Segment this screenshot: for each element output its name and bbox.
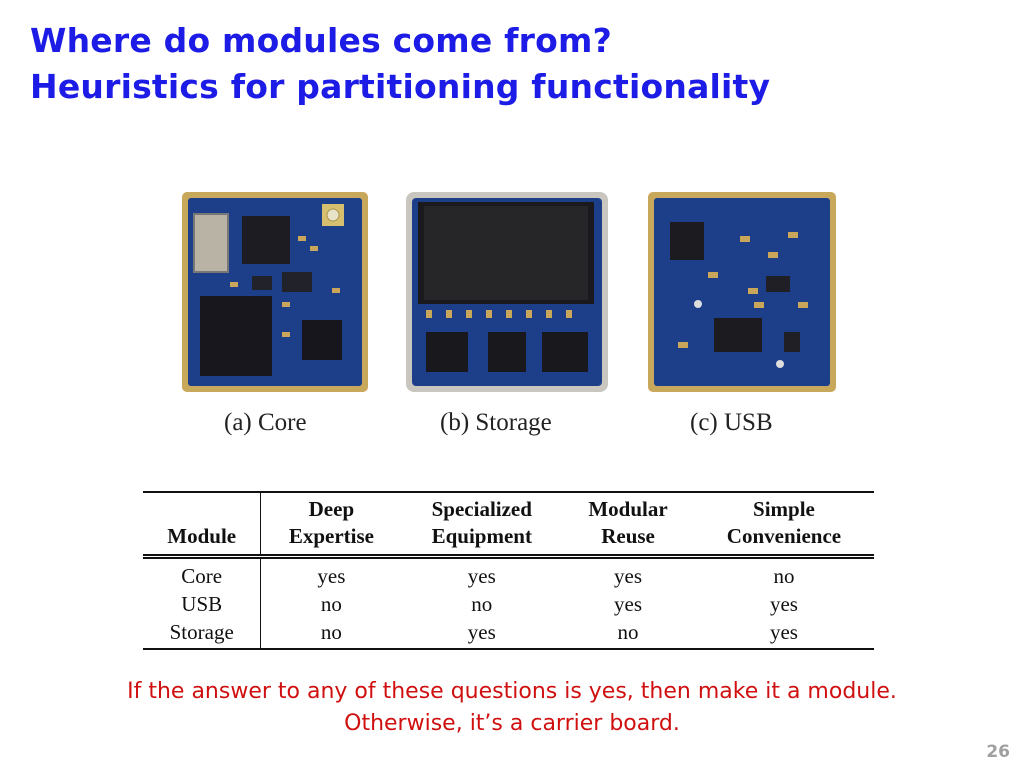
title-line-1: Where do modules come from? (30, 21, 612, 60)
table-header-row: Module Deep Expertise Specialized Equipm… (143, 492, 874, 557)
heuristics-table: Module Deep Expertise Specialized Equipm… (143, 491, 874, 650)
table-cell: no (562, 618, 694, 650)
header-specialized-equipment: Specialized Equipment (431, 497, 532, 548)
page-number: 26 (986, 742, 1010, 762)
table-cell: yes (467, 564, 496, 588)
caption-storage: (b) Storage (440, 409, 552, 436)
table-cell: no (471, 592, 493, 616)
table-row: Storage no yes no yes (143, 618, 874, 650)
table-cell: yes (693, 618, 874, 650)
table-cell: yes (769, 592, 798, 616)
table-cell: yes (317, 564, 346, 588)
core-board-photo (182, 192, 368, 392)
note-line-2: Otherwise, it’s a carrier board. (344, 711, 680, 736)
table-row: USB no no yes yes (143, 590, 874, 618)
table-cell: yes (614, 592, 643, 616)
storage-board-photo (406, 192, 608, 392)
table-cell: Core (143, 556, 262, 590)
header-simple-convenience: Simple Convenience (726, 497, 842, 548)
note-line-1: If the answer to any of these questions … (127, 679, 897, 704)
usb-board-photo (648, 192, 836, 392)
caption-core: (a) Core (224, 409, 307, 436)
table-cell: yes (401, 618, 563, 650)
caption-usb: (c) USB (690, 409, 773, 436)
table-cell: no (320, 592, 342, 616)
slide-title: Where do modules come from? Heuristics f… (30, 18, 770, 110)
table-cell: no (773, 564, 795, 588)
module-photos (178, 192, 838, 392)
table-cell: USB (143, 590, 262, 618)
conclusion-note: If the answer to any of these questions … (0, 676, 1024, 740)
table-cell: Storage (143, 618, 262, 650)
title-line-2: Heuristics for partitioning functionalit… (30, 67, 771, 106)
header-deep-expertise: Deep Expertise (288, 497, 374, 548)
table-row: Core yes yes yes no (143, 556, 874, 590)
header-module: Module (143, 492, 262, 557)
table-cell: yes (614, 564, 643, 588)
header-modular-reuse: Modular Reuse (588, 497, 668, 548)
table-cell: no (260, 618, 402, 650)
